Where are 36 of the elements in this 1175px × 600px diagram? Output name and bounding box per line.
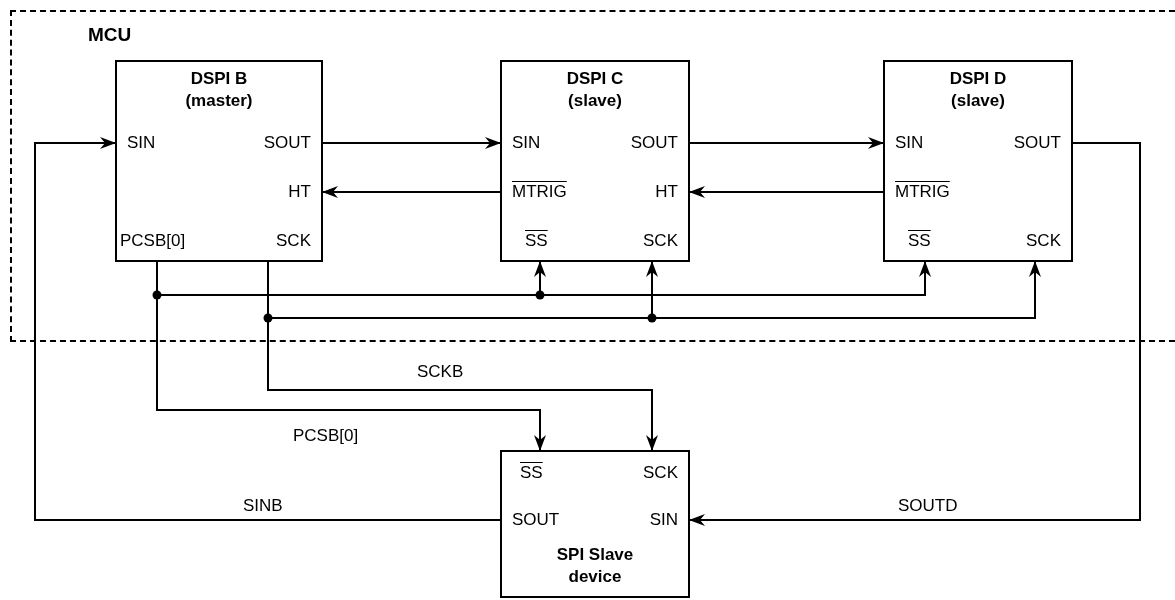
- pin-label: HT: [263, 179, 323, 205]
- pin-label: MTRIG: [500, 179, 595, 205]
- arrow: [322, 137, 501, 149]
- arrow: [34, 137, 501, 521]
- block-title: DSPI C (slave): [565, 68, 625, 112]
- arrow: [689, 142, 1141, 526]
- mcu-boundary: [10, 10, 1175, 342]
- block-title: SPI Slave device: [555, 544, 635, 588]
- block-box: [500, 450, 690, 598]
- pin-label: PCSB[0]: [115, 228, 210, 262]
- pin-label: SS: [500, 228, 580, 262]
- pin-label: SOUT: [500, 507, 580, 533]
- pin-label: SS: [500, 450, 580, 488]
- arrow: [689, 137, 884, 149]
- pin-label: SCK: [620, 450, 690, 488]
- arrow: [689, 186, 884, 198]
- group-title: MCU: [88, 24, 132, 46]
- pin-label: HT: [630, 179, 690, 205]
- block-title: DSPI B (master): [184, 68, 254, 112]
- pin-label: SIN: [115, 130, 175, 156]
- pin-label: SIN: [625, 507, 690, 533]
- pin-label: SCK: [620, 228, 690, 262]
- pin-label: MTRIG: [883, 179, 978, 205]
- pin-label: SOUT: [243, 130, 323, 156]
- pin-label: SS: [883, 228, 963, 262]
- pin-label: SOUT: [993, 130, 1073, 156]
- block-box: [115, 60, 323, 262]
- pin-label: SIN: [500, 130, 560, 156]
- block-box: [500, 60, 690, 262]
- pin-label: SOUT: [610, 130, 690, 156]
- pin-label: SIN: [883, 130, 943, 156]
- pin-label: SCK: [1003, 228, 1073, 262]
- arrow: [322, 186, 501, 198]
- pin-label: SCK: [238, 228, 323, 262]
- block-title: DSPI D (slave): [948, 68, 1008, 112]
- block-box: [883, 60, 1073, 262]
